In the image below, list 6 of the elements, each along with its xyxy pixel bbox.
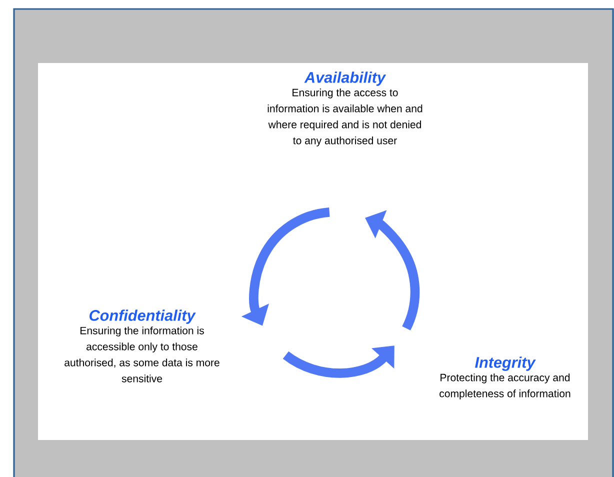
heading: Integrity <box>475 356 536 371</box>
heading: Confidentiality <box>90 310 196 324</box>
description: Ensuring the access to information is available when and where required and is not denied to any authorised user <box>268 88 422 146</box>
description: Ensuring the information is accessible only to those authorised, as some data is more sensitive <box>64 326 220 382</box>
description: Protecting the accuracy and completeness of information <box>440 374 570 400</box>
heading: Availability <box>304 72 386 86</box>
